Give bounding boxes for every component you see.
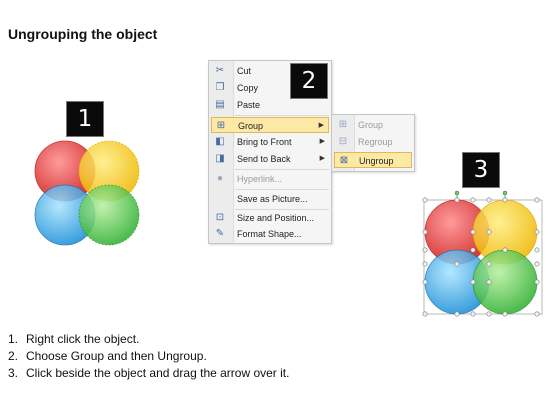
resize-handle[interactable] [454,311,460,317]
resize-handle[interactable] [422,261,428,267]
step-number: 3. [8,366,19,380]
menu-item-label: Paste [237,100,261,110]
menu-item-bring-to-front[interactable]: ◧ Bring to Front ▶ [211,134,329,150]
grouped-circles-diagram[interactable] [30,138,146,250]
submenu-item-group[interactable]: ⊞ Group [334,117,412,133]
menu-item-size-and-position[interactable]: ⊡ Size and Position... [211,210,329,226]
menu-separator [235,189,329,190]
menu-item-label: Save as Picture... [237,194,308,204]
step-text: Right click the object. [26,332,140,346]
step-badge-3: 3 [463,153,499,187]
resize-handle[interactable] [534,261,540,267]
resize-handle[interactable] [470,229,476,235]
resize-handle[interactable] [422,279,428,285]
ungrouped-circles-diagram[interactable] [420,190,548,318]
menu-item-label: Copy [237,83,259,93]
hyperlink-icon: ● [216,173,224,184]
resize-handle[interactable] [422,247,428,253]
submenu-arrow-icon: ▶ [319,155,325,162]
menu-item-label: Size and Position... [237,213,315,223]
menu-item-label: Cut [237,66,252,76]
menu-separator [235,209,329,210]
resize-handle[interactable] [502,197,508,203]
submenu-arrow-icon: ▶ [318,122,324,129]
resize-handle[interactable] [422,229,428,235]
green-circle [472,249,538,315]
resize-handle[interactable] [502,311,508,317]
menu-item-hyperlink[interactable]: ● Hyperlink... [211,171,329,187]
submenu-item-regroup[interactable]: ⊟ Regroup [334,134,412,150]
bring-to-front-icon: ◧ [215,136,225,147]
step-text: Choose Group and then Ungroup. [26,349,207,363]
ungroup-icon: ⊠ [339,155,349,166]
resize-handle[interactable] [454,197,460,203]
page-title: Ungrouping the object [8,26,158,42]
copy-icon: ❐ [215,82,225,93]
rotation-handle[interactable] [454,190,460,196]
menu-item-copy[interactable]: ❐ Copy [211,80,329,96]
menu-item-group[interactable]: ⊞ Group ▶ [211,117,329,133]
menu-item-label: Send to Back [237,154,291,164]
resize-handle[interactable] [422,311,428,317]
menu-item-label: Group [358,120,384,130]
step-text: Click beside the object and drag the arr… [26,366,290,380]
selection-box [423,199,543,315]
group-icon: ⊞ [216,120,226,131]
resize-handle[interactable] [422,197,428,203]
resize-handle[interactable] [534,197,540,203]
resize-handle[interactable] [470,311,476,317]
step-number: 2. [8,349,19,363]
resize-handle[interactable] [454,261,460,267]
resize-handle[interactable] [534,279,540,285]
menu-item-label: Format Shape... [237,229,302,239]
menu-item-label: Hyperlink... [237,174,283,184]
menu-separator [235,169,329,170]
group-submenu: ⊞ Group ⊟ Regroup ⊠ Ungroup [331,114,415,172]
menu-item-label: Ungroup [359,156,394,166]
green-circle [78,184,140,246]
resize-handle[interactable] [534,229,540,235]
submenu-item-ungroup[interactable]: ⊠ Ungroup [334,152,412,168]
send-to-back-icon: ◨ [215,153,225,164]
instruction-step: 1. Right click the object. [8,331,289,348]
resize-handle[interactable] [486,261,492,267]
menu-icon-gutter [209,61,234,243]
resize-handle[interactable] [486,197,492,203]
submenu-arrow-icon: ▶ [319,138,325,145]
rotation-handle[interactable] [502,190,508,196]
menu-item-paste[interactable]: ▤ Paste [211,97,329,113]
resize-handle[interactable] [486,229,492,235]
resize-handle[interactable] [534,311,540,317]
format-shape-icon: ✎ [215,228,225,239]
menu-item-send-to-back[interactable]: ◨ Send to Back ▶ [211,151,329,167]
step-badge-1: 1 [67,102,103,136]
menu-separator [235,115,329,116]
regroup-icon: ⊟ [338,136,348,147]
menu-item-label: Regroup [358,137,393,147]
menu-item-cut[interactable]: ✂ Cut [211,63,329,79]
menu-item-save-as-picture[interactable]: Save as Picture... [211,191,329,207]
instruction-step: 2. Choose Group and then Ungroup. [8,348,289,365]
context-menu: ✂ Cut ❐ Copy ▤ Paste ⊞ Group ▶ ◧ Bring t… [208,60,332,244]
step-number: 1. [8,332,19,346]
instruction-step: 3. Click beside the object and drag the a… [8,365,289,382]
resize-handle[interactable] [486,311,492,317]
menu-item-format-shape[interactable]: ✎ Format Shape... [211,226,329,242]
resize-handle[interactable] [470,247,476,253]
paste-icon: ▤ [215,99,225,110]
group-icon: ⊞ [338,119,348,130]
resize-handle[interactable] [502,247,508,253]
resize-handle[interactable] [470,197,476,203]
size-position-icon: ⊡ [215,212,225,223]
menu-item-label: Bring to Front [237,137,292,147]
resize-handle[interactable] [534,247,540,253]
resize-handle[interactable] [486,279,492,285]
step-badge-2: 2 [291,64,327,98]
instruction-list: 1. Right click the object. 2. Choose Group… [8,331,289,382]
resize-handle[interactable] [470,279,476,285]
menu-item-label: Group [238,121,264,131]
scissors-icon: ✂ [215,65,225,76]
